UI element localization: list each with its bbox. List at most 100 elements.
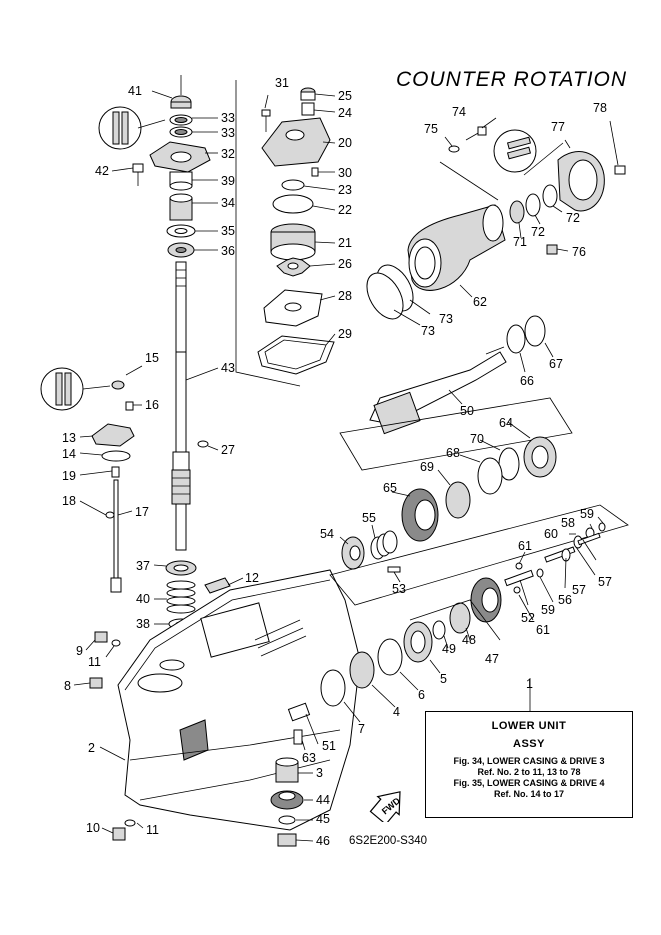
part-59-a — [598, 522, 606, 532]
callout: 24 — [338, 106, 352, 120]
part-10 — [112, 827, 126, 841]
part-72-b — [542, 184, 558, 208]
callout: 69 — [420, 460, 434, 474]
callout: 67 — [549, 357, 563, 371]
part-60 — [577, 532, 601, 546]
part-18 — [105, 511, 115, 519]
info-box: LOWER UNIT ASSY Fig. 34, LOWER CASING & … — [425, 711, 633, 818]
part-29 — [257, 335, 335, 375]
lower-casing — [112, 569, 361, 841]
part-26 — [276, 257, 311, 277]
part-46 — [277, 833, 297, 847]
callout: 8 — [64, 679, 71, 693]
part-73-b — [366, 272, 404, 320]
callout: 15 — [145, 351, 159, 365]
info-subtitle: ASSY — [513, 738, 545, 750]
callout: 68 — [446, 446, 460, 460]
part-43-upper — [175, 261, 187, 355]
info-line: Fig. 35, LOWER CASING & DRIVE 4 — [453, 778, 605, 788]
callout: 7 — [358, 722, 365, 736]
part-22 — [272, 194, 314, 214]
detail-circle-shift — [40, 367, 111, 411]
callout: 18 — [62, 494, 76, 508]
part-48 — [449, 602, 471, 634]
info-line: Ref. No. 14 to 17 — [493, 789, 565, 799]
callout: 57 — [598, 575, 612, 589]
callout: 40 — [136, 592, 150, 606]
part-30 — [311, 167, 319, 177]
callout: 62 — [473, 295, 487, 309]
callout: 2 — [88, 741, 95, 755]
part-61-a — [515, 562, 523, 570]
callout: 59 — [541, 603, 555, 617]
callout: 46 — [316, 834, 330, 848]
callout: 21 — [338, 236, 352, 250]
callout: 58 — [561, 516, 575, 530]
callout: 34 — [221, 196, 235, 210]
part-2 — [117, 569, 361, 831]
callout: 31 — [275, 76, 289, 90]
part-68 — [477, 457, 503, 495]
part-53 — [387, 566, 401, 573]
part-61-b — [513, 586, 521, 594]
callout: 51 — [322, 739, 336, 753]
part-49 — [432, 620, 446, 640]
callout-labels: 41 33 33 32 42 39 34 35 36 43 27 12 37 4… — [62, 76, 612, 848]
part-7 — [320, 669, 346, 707]
callout: 71 — [513, 235, 527, 249]
part-40 — [166, 580, 196, 614]
callout: 20 — [338, 136, 352, 150]
callout: 47 — [485, 652, 499, 666]
part-52 — [504, 569, 534, 587]
callout: 25 — [338, 89, 352, 103]
callout: 77 — [551, 120, 565, 134]
part-13 — [91, 423, 135, 447]
callout: 22 — [338, 203, 352, 217]
callout: 27 — [221, 443, 235, 457]
part-12 — [204, 577, 231, 594]
propeller-shaft-assembly — [320, 315, 629, 707]
callout: 57 — [572, 583, 586, 597]
callout: 23 — [338, 183, 352, 197]
callout: 44 — [316, 793, 330, 807]
part-24 — [301, 102, 315, 116]
callout: 29 — [338, 327, 352, 341]
part-59-b — [536, 568, 544, 578]
callout: 35 — [221, 224, 235, 238]
callout: 78 — [593, 101, 607, 115]
callout: 39 — [221, 174, 235, 188]
callout: 37 — [136, 559, 150, 573]
callout: 74 — [452, 105, 466, 119]
part-16 — [125, 401, 134, 411]
callout: 49 — [442, 642, 456, 656]
callout: 41 — [128, 84, 142, 98]
part-19 — [111, 466, 120, 478]
callout: 42 — [95, 164, 109, 178]
diagram-heading: COUNTER ROTATION — [396, 68, 628, 91]
part-63 — [293, 729, 303, 745]
part-74 — [477, 126, 487, 136]
callout: 72 — [566, 211, 580, 225]
part-42 — [132, 163, 144, 186]
callout: 33 — [221, 111, 235, 125]
callout: 9 — [76, 644, 83, 658]
part-45 — [278, 815, 296, 825]
fwd-arrow-icon: FWD — [369, 791, 402, 822]
callout: 54 — [320, 527, 334, 541]
callout: 19 — [62, 469, 76, 483]
callout: 14 — [62, 447, 76, 461]
part-66 — [506, 324, 526, 354]
part-11-lower — [124, 819, 136, 827]
callout: 17 — [135, 505, 149, 519]
callout: 4 — [393, 705, 400, 719]
info-line: Ref. No. 2 to 11, 13 to 78 — [477, 767, 581, 777]
callout: 73 — [439, 312, 453, 326]
callout: 11 — [146, 823, 159, 837]
part-71 — [509, 200, 525, 224]
callout: 33 — [221, 126, 235, 140]
callout: 45 — [316, 812, 330, 826]
callout: 10 — [86, 821, 100, 835]
part-72-a — [525, 193, 541, 217]
part-20 — [261, 117, 331, 167]
callout: 43 — [221, 361, 235, 375]
